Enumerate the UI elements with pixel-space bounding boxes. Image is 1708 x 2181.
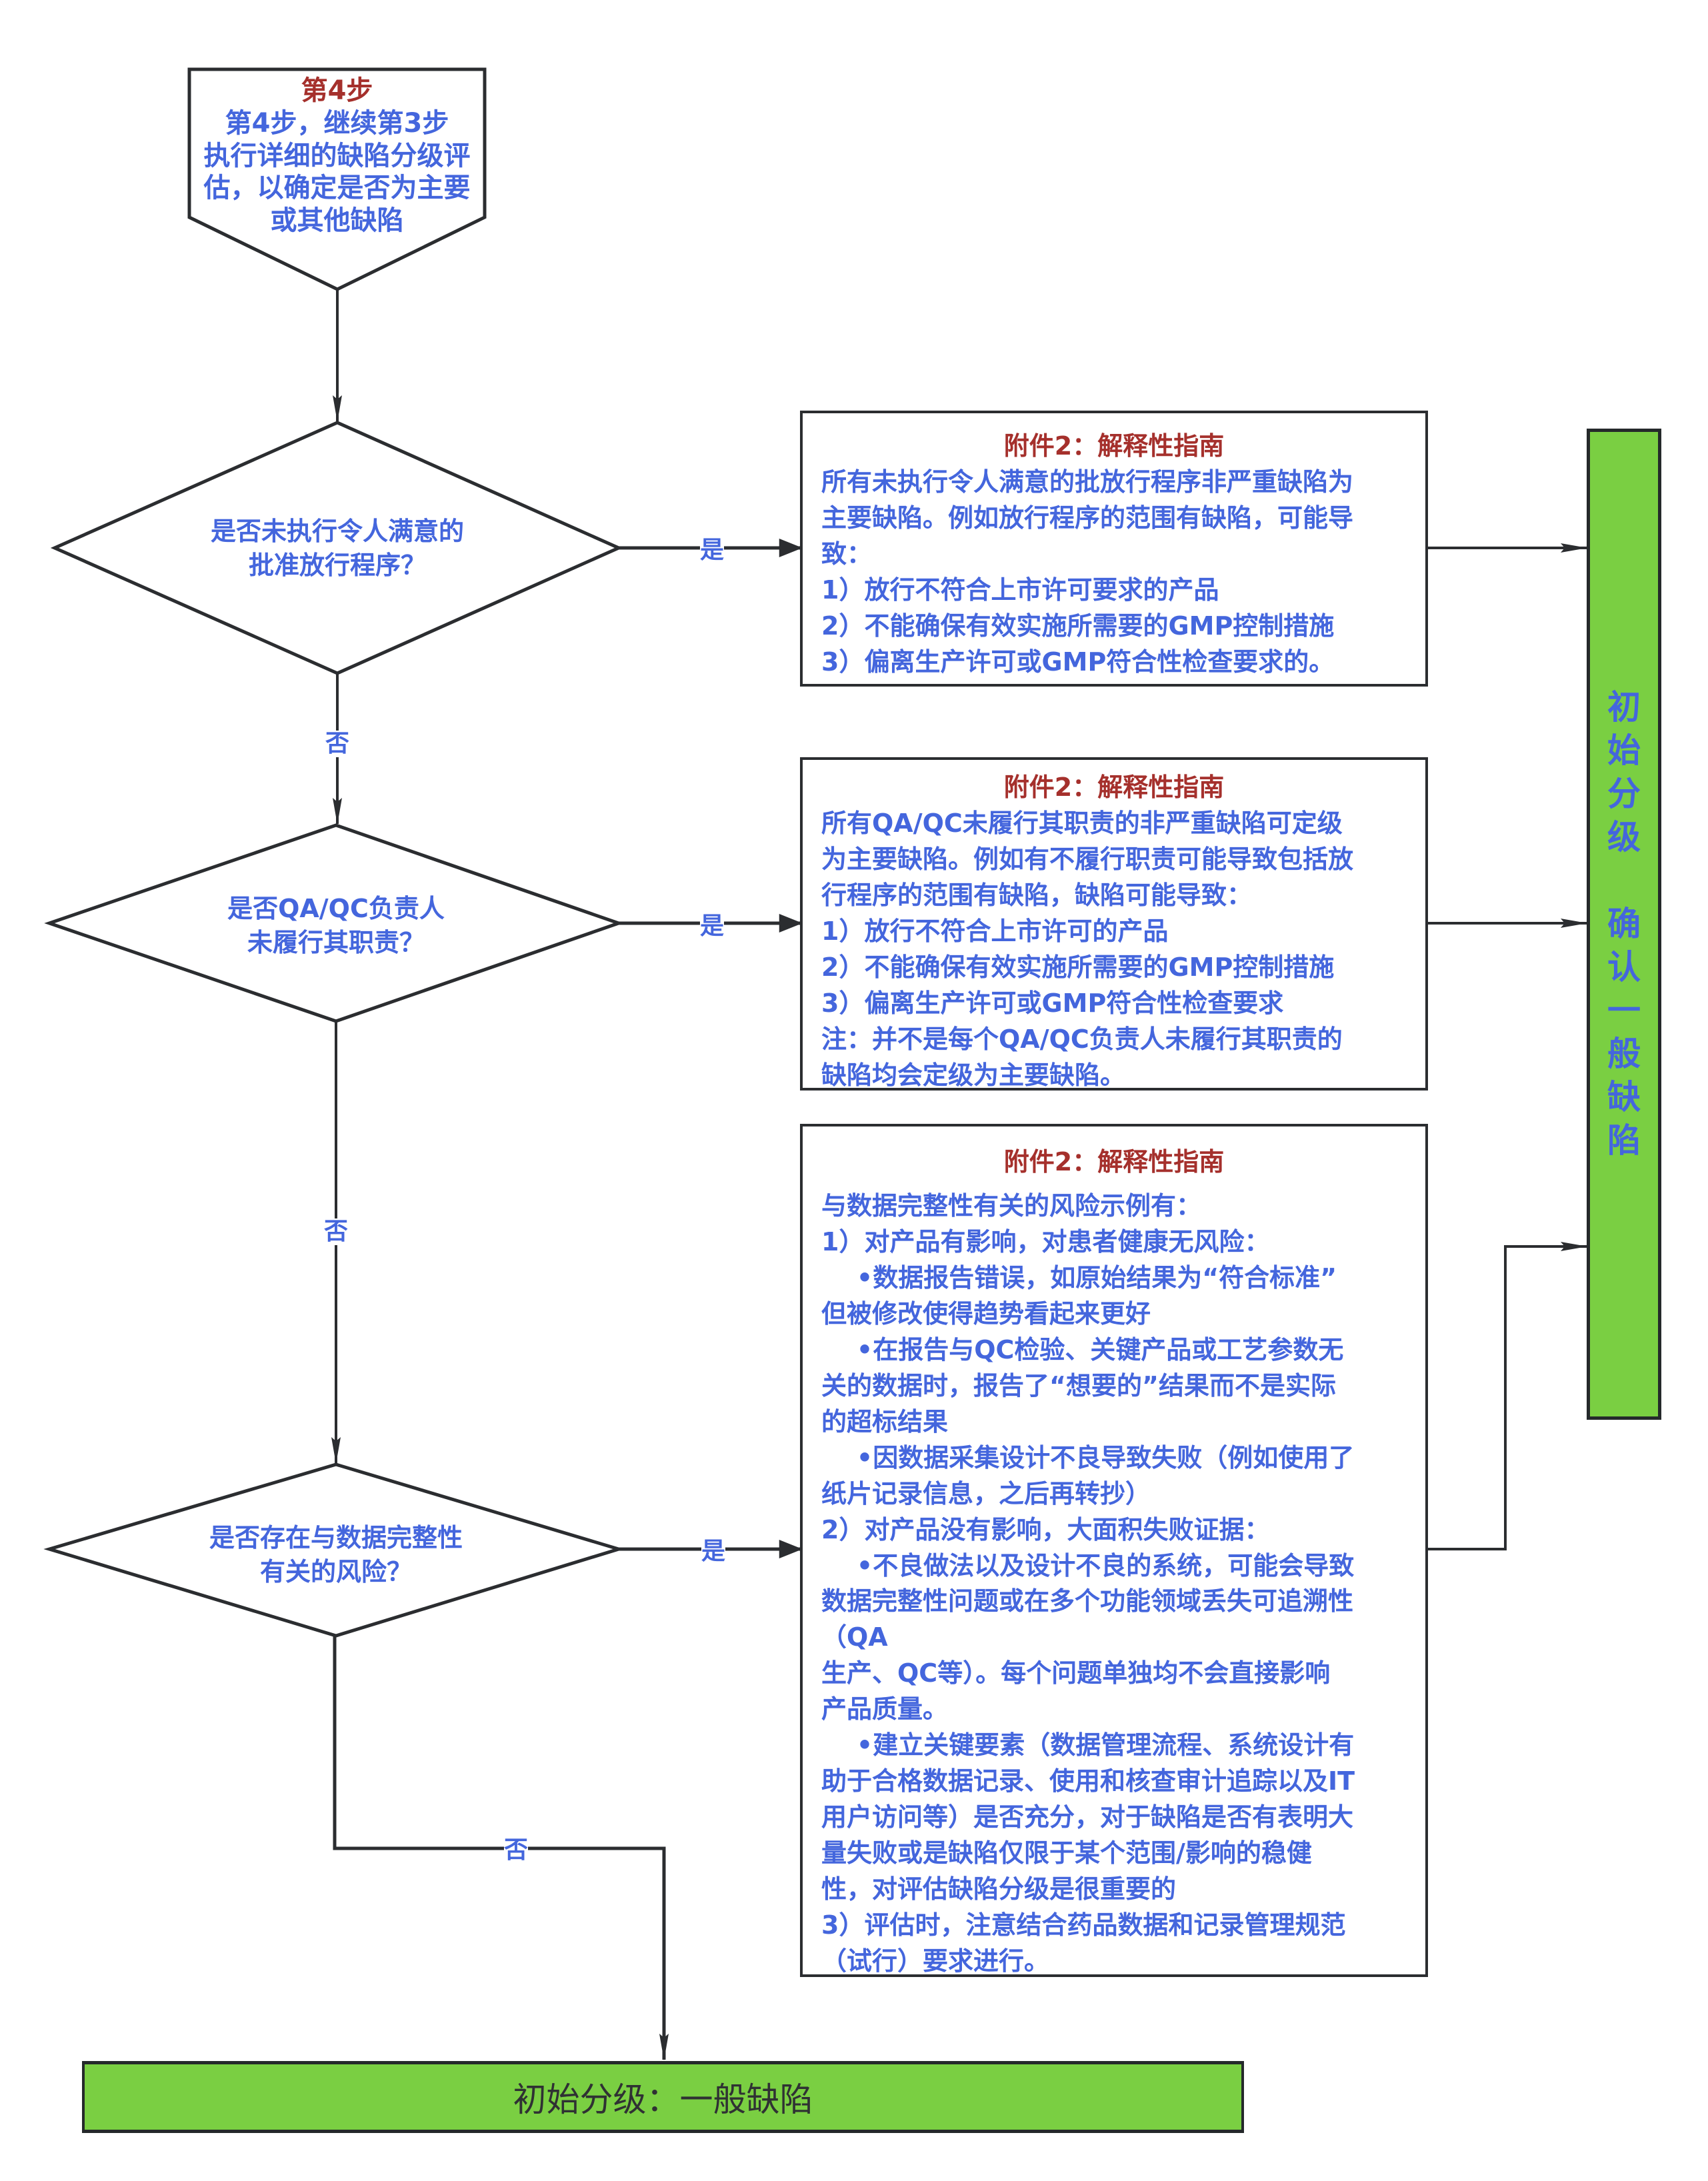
annex-1-title: 附件2：解释性指南 [1003, 431, 1225, 461]
start-step-shape [187, 67, 487, 291]
outcome-char: 认 [1607, 948, 1641, 987]
outcome-major-text: 初 始 分 级 确 认 一 般 缺 陷 [1590, 432, 1658, 1416]
annex-2-line: 3）偏离生产许可或GMP符合性检查要求 [821, 988, 1284, 1018]
annex-2-line: 1）放行不符合上市许可的产品 [821, 916, 1169, 946]
edge-label-yes-3: 是 [701, 1538, 726, 1565]
annex-3-line: 3）评估时，注意结合药品数据和记录管理规范 [821, 1910, 1346, 1940]
annex-1-line: 致： [821, 539, 873, 569]
decision-3-line: 是否存在与数据完整性 [209, 1523, 463, 1552]
decision-2-line: 是否QA/QC负责人 [227, 894, 445, 923]
outcome-char: 缺 [1607, 1078, 1641, 1116]
annex-3-line: •不良做法以及设计不良的系统，可能会导致 [821, 1550, 1355, 1580]
annex-3-line: （QA [821, 1622, 888, 1652]
annex-3-line: 量失败或是缺陷仅限于某个范围/影响的稳健 [821, 1838, 1312, 1868]
decision-1-line: 是否未执行令人满意的 [210, 517, 464, 546]
annex-3-line: 生产、QC等）。每个问题单独均不会直接影响 [821, 1658, 1331, 1688]
annex-3-line: 的超标结果 [821, 1406, 949, 1436]
decision-2-line: 未履行其职责？ [247, 928, 425, 958]
edge-label-no-2: 否 [324, 1218, 349, 1245]
annex-3-line: 助于合格数据记录、使用和核查审计追踪以及IT [821, 1766, 1355, 1796]
annex-3-line: 数据完整性问题或在多个功能领域丢失可追溯性 [821, 1586, 1354, 1616]
decision-1-line: 批准放行程序？ [248, 551, 426, 581]
annex-3-line: 关的数据时，报告了“想要的”结果而不是实际 [821, 1370, 1336, 1400]
annex-3-line: 产品质量。 [821, 1694, 949, 1724]
edge-label-no-3: 否 [504, 1836, 529, 1864]
outcome-general-label: 初始分级：一般缺陷 [513, 2080, 813, 2119]
edge-label-yes-1: 是 [700, 537, 725, 564]
annex-3-line: 用户访问等）是否充分，对于缺陷是否有表明大 [821, 1802, 1354, 1832]
annex-3-line: 与数据完整性有关的风险示例有： [821, 1191, 1202, 1220]
annex-box-1: 附件2：解释性指南 所有未执行令人满意的批放行程序非严重缺陷为 主要缺陷。例如放… [800, 411, 1428, 687]
annex-2-line: 为主要缺陷。例如有不履行职责可能导致包括放 [821, 844, 1354, 874]
edge-decision-3-no [333, 1636, 669, 2060]
start-step-title: 第4步 [301, 75, 373, 106]
annex-2-title: 附件2：解释性指南 [1003, 773, 1225, 802]
annex-box-2: 附件2：解释性指南 所有QA/QC未履行其职责的非严重缺陷可定级 为主要缺陷。例… [800, 757, 1428, 1090]
annex-3-line: •在报告与QC检验、关键产品或工艺参数无 [821, 1334, 1344, 1364]
edge-label-yes-2: 是 [700, 913, 725, 940]
start-step: 第4步 第4步，继续第3步 执行详细的缺陷分级评 估，以确定是否为主要 或其他缺… [189, 75, 485, 237]
outcome-major-box: 初 始 分 级 确 认 一 般 缺 陷 [1587, 429, 1661, 1420]
annex-1-line: 2）不能确保有效实施所需要的GMP控制措施 [821, 611, 1335, 641]
annex-3-line: •数据报告错误，如原始结果为“符合标准” [821, 1262, 1337, 1292]
decision-1-text: 是否未执行令人满意的 批准放行程序？ [137, 515, 537, 583]
annex-1-line: 主要缺陷。例如放行程序的范围有缺陷，可能导 [821, 503, 1354, 533]
annex-2-line: 所有QA/QC未履行其职责的非严重缺陷可定级 [821, 809, 1343, 838]
annex-3-line: •建立关键要素（数据管理流程、系统设计有 [821, 1730, 1355, 1760]
annex-3-line: 但被修改使得趋势看起来更好 [821, 1298, 1151, 1328]
annex-3-line: 纸片记录信息，之后再转抄） [821, 1478, 1151, 1508]
annex-3-line: 性，对评估缺陷分级是很重要的 [821, 1874, 1177, 1904]
edge-annex-3-to-major [1427, 1242, 1587, 1550]
edge-label-no-1: 否 [325, 730, 350, 757]
outcome-char: 初 [1607, 688, 1641, 727]
outcome-char: 陷 [1607, 1121, 1641, 1160]
annex-3-line: 1）对产品有影响，对患者健康无风险： [821, 1226, 1270, 1256]
annex-1-line: 所有未执行令人满意的批放行程序非严重缺陷为 [821, 467, 1354, 497]
annex-2-line: 行程序的范围有缺陷，缺陷可能导致： [821, 880, 1253, 910]
start-step-line: 或其他缺陷 [270, 205, 404, 237]
outcome-general-box: 初始分级：一般缺陷 [82, 2061, 1244, 2133]
start-step-line: 第4步，继续第3步 [225, 107, 449, 139]
annex-2-line: 注：并不是每个QA/QC负责人未履行其职责的 [821, 1024, 1343, 1054]
annex-3-title: 附件2：解释性指南 [1003, 1147, 1225, 1176]
start-step-line: 估，以确定是否为主要 [203, 173, 471, 204]
outcome-char: 分 [1607, 775, 1641, 813]
annex-2-line: 2）不能确保有效实施所需要的GMP控制措施 [821, 952, 1335, 982]
outcome-char: 一 [1607, 991, 1641, 1030]
decision-2-text: 是否QA/QC负责人 未履行其职责？ [136, 892, 536, 961]
annex-box-3: 附件2：解释性指南 与数据完整性有关的风险示例有： 1）对产品有影响，对患者健康… [800, 1124, 1428, 1977]
annex-2-line: 缺陷均会定级为主要缺陷。 [821, 1060, 1126, 1090]
outcome-char: 始 [1607, 731, 1641, 770]
outcome-char: 确 [1607, 905, 1641, 943]
outcome-char: 般 [1607, 1035, 1641, 1073]
annex-3-line: （试行）要求进行。 [821, 1946, 1050, 1976]
decision-3-text: 是否存在与数据完整性 有关的风险？ [136, 1521, 536, 1590]
annex-3-line: 2）对产品没有影响，大面积失败证据： [821, 1514, 1270, 1544]
decision-3-line: 有关的风险？ [259, 1557, 412, 1587]
outcome-char: 级 [1607, 818, 1641, 857]
start-step-line: 执行详细的缺陷分级评 [203, 140, 471, 171]
annex-3-line: •因数据采集设计不良导致失败（例如使用了 [821, 1442, 1355, 1472]
annex-1-line: 1）放行不符合上市许可要求的产品 [821, 575, 1219, 605]
annex-1-line: 3）偏离生产许可或GMP符合性检查要求的。 [821, 647, 1335, 677]
